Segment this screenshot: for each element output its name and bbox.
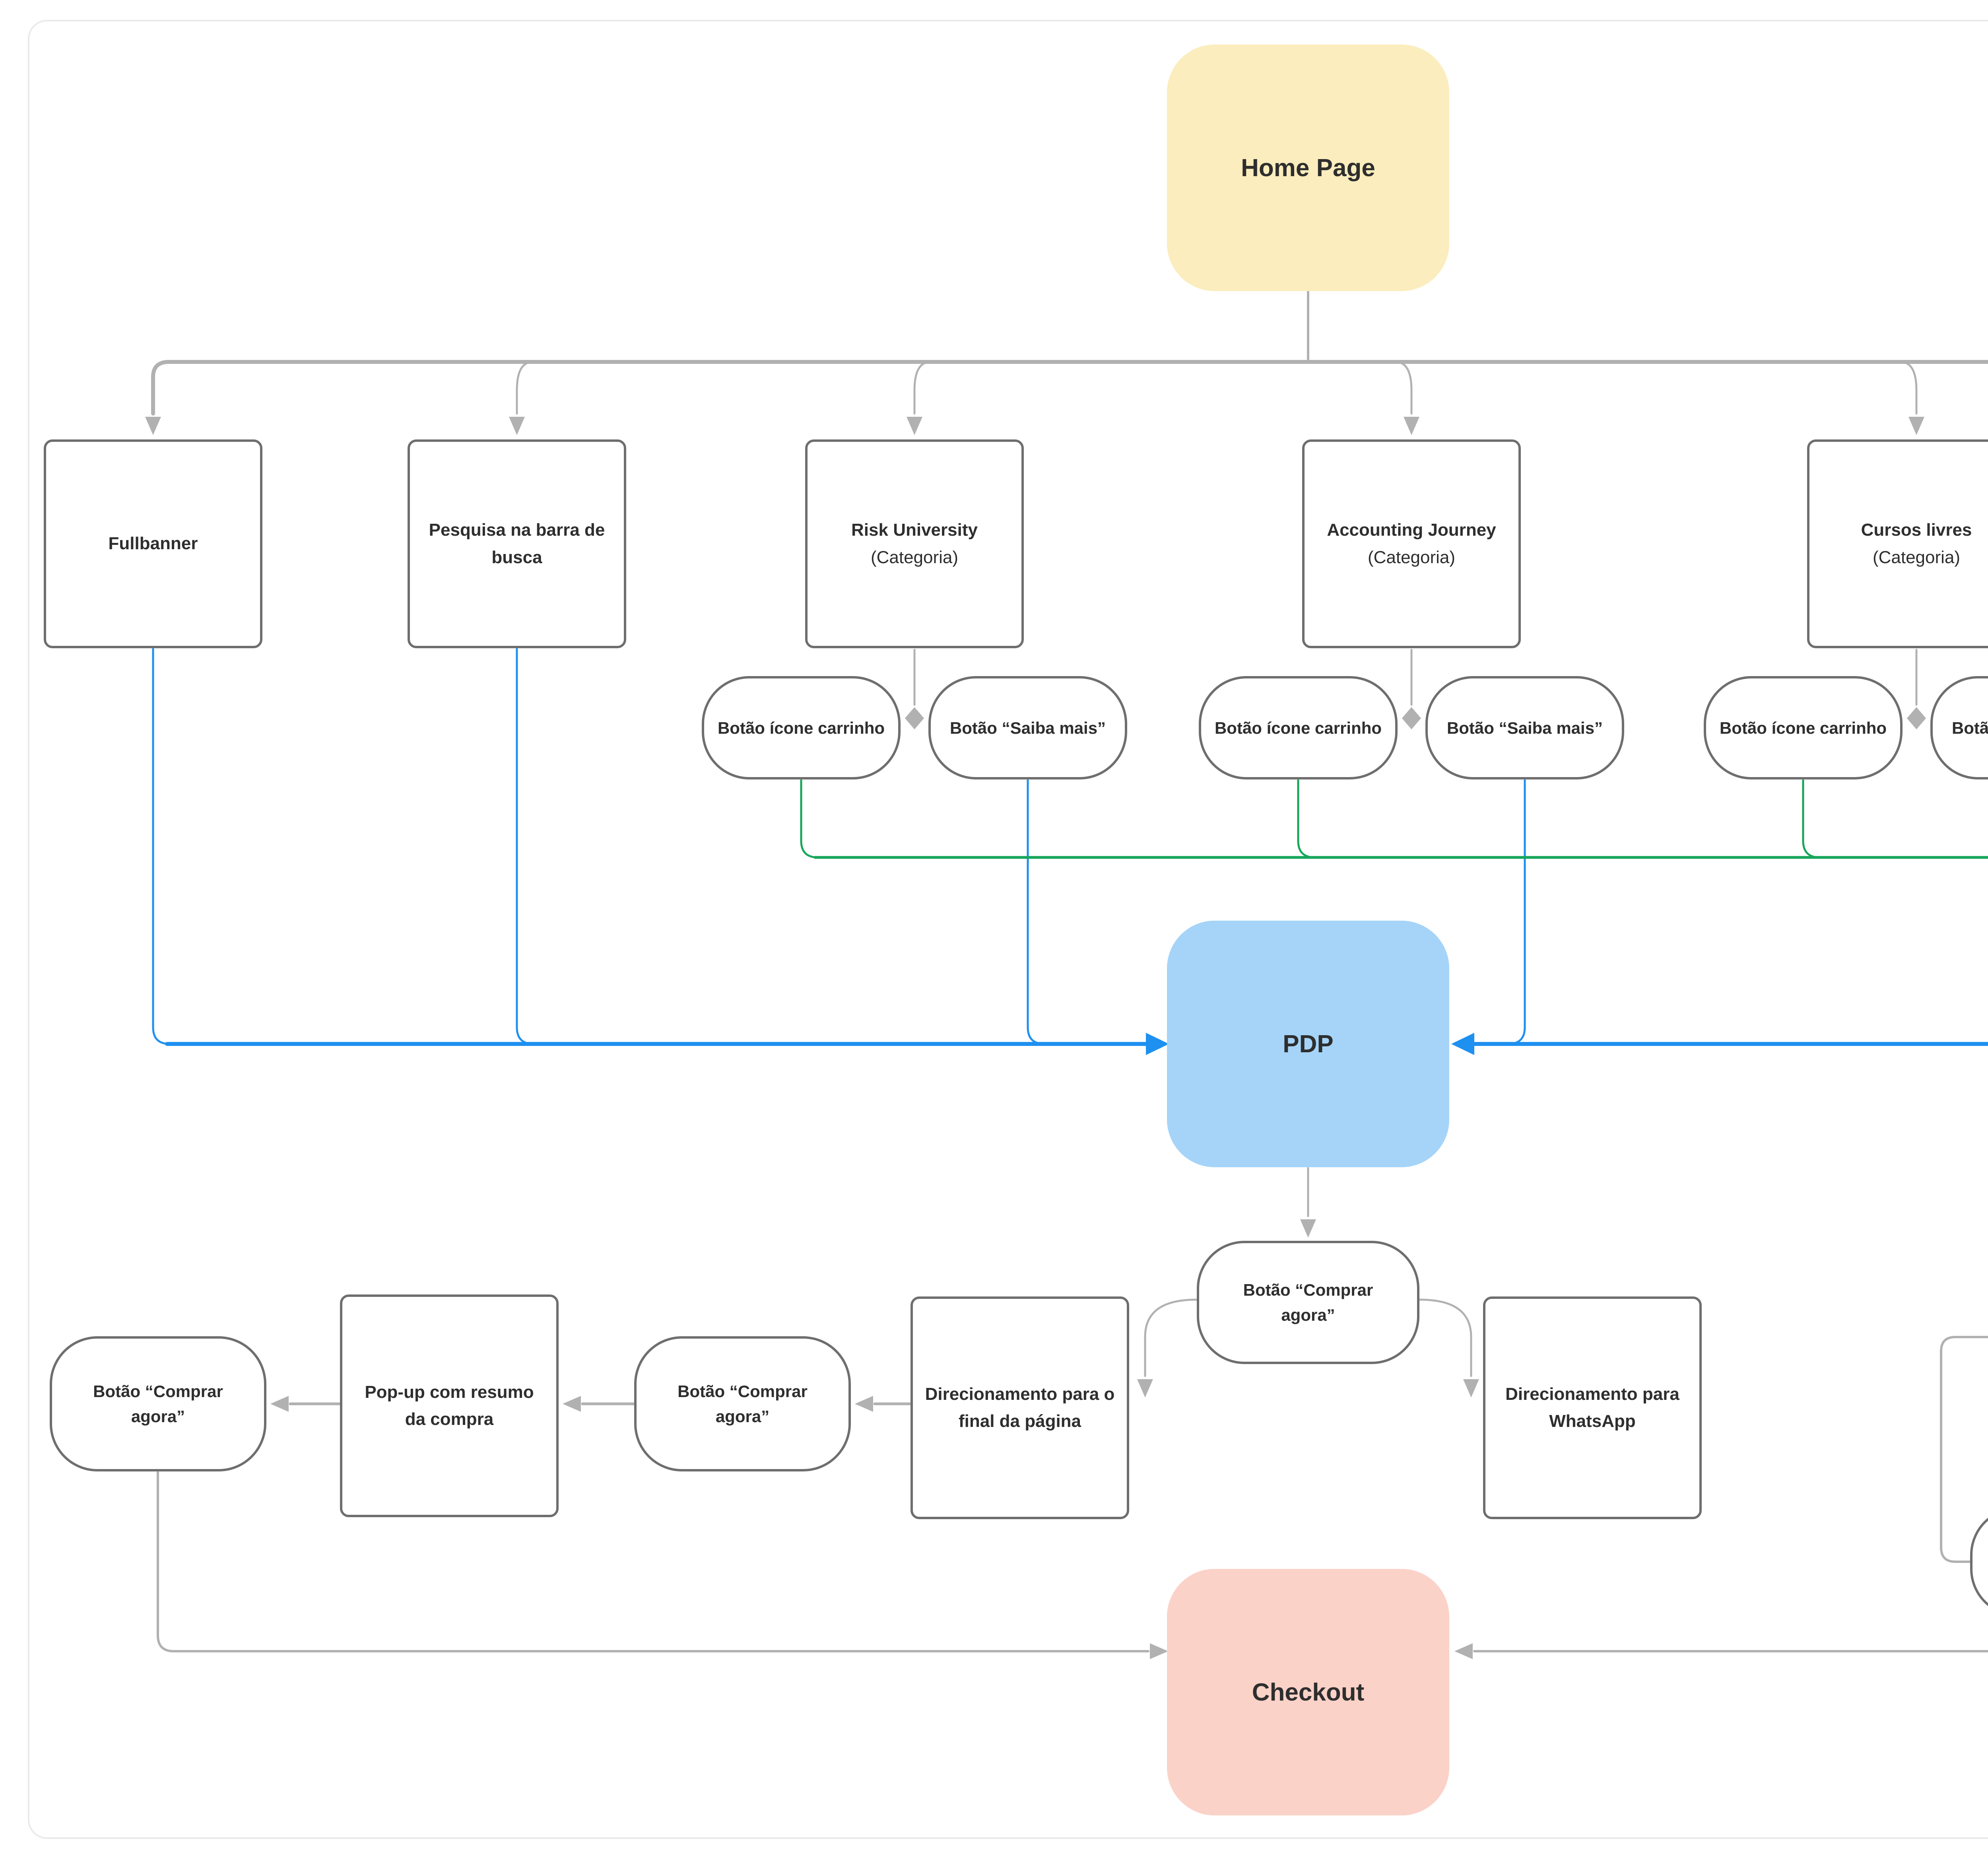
connector-search-to-pdp (516, 648, 535, 1045)
node-fullbanner-label: Fullbanner (108, 534, 198, 554)
node-buy-now-button-center[interactable]: Botão “Comprar agora” (1197, 1241, 1419, 1364)
node-pdp[interactable]: PDP (1167, 921, 1449, 1167)
node-home-page-label: Home Page (1241, 154, 1375, 182)
node-risk-university[interactable]: Risk University (Categoria) (805, 439, 1024, 648)
cart-icon-button-label: Botão ícone carrinho (1214, 718, 1382, 737)
gray-arrowheads (145, 417, 1926, 1659)
connector-finalizar-to-checkout (1473, 1650, 1988, 1652)
node-home-page[interactable]: Home Page (1167, 45, 1449, 291)
node-accounting-journey-subtitle: (Categoria) (1367, 547, 1456, 567)
node-popup-resumo-compra[interactable]: Pop-up com resumo da compra (340, 1294, 559, 1517)
connector-cart1-to-trunk (800, 779, 819, 859)
cart-icon-button-label: Botão ícone carrinho (717, 718, 885, 737)
node-cart-icon-button-2[interactable]: Botão ícone carrinho (1199, 676, 1398, 779)
saiba-mais-button-label: Botão “Saiba mais” (1951, 718, 1988, 737)
connector-drop-cursos (1904, 361, 1918, 415)
diagram-frame (28, 20, 1988, 1839)
node-cart-icon-button-1[interactable]: Botão ícone carrinho (702, 676, 901, 779)
node-risk-university-subtitle: (Categoria) (870, 547, 959, 567)
gray-connectors (151, 290, 1988, 1652)
node-accounting-journey-title: Accounting Journey (1327, 520, 1496, 540)
connector-saiba1-to-pdp (1027, 779, 1046, 1045)
node-buy-now-button-mid[interactable]: Botão “Comprar agora” (634, 1336, 851, 1471)
connector-drop-risk (913, 361, 927, 415)
connector-buy-to-whatsapp (1418, 1298, 1472, 1377)
node-checkout-label: Checkout (1252, 1678, 1365, 1706)
node-checkout[interactable]: Checkout (1167, 1569, 1449, 1815)
cart-icon-button-label: Botão ícone carrinho (1719, 718, 1887, 737)
connector-buy-to-final (1144, 1298, 1198, 1377)
connector-cart3-to-trunk (1802, 779, 1821, 859)
connector-saiba2-to-pdp (1507, 779, 1526, 1045)
connector-drop-accounting (1399, 361, 1413, 415)
node-cursos-livres-subtitle: (Categoria) (1872, 547, 1961, 567)
buy-now-button-label: Botão “Comprar agora” (678, 1382, 808, 1426)
buy-now-button-label: Botão “Comprar agora” (1243, 1281, 1373, 1324)
connector-fullbanner-to-pdp (152, 648, 171, 1045)
green-connectors (800, 779, 1988, 859)
saiba-mais-button-label: Botão “Saiba mais” (1446, 718, 1603, 737)
node-popup-resumo-compra-label: Pop-up com resumo da compra (365, 1382, 534, 1429)
connector-cart2-to-trunk (1297, 779, 1316, 859)
node-accounting-journey[interactable]: Accounting Journey (Categoria) (1302, 439, 1521, 648)
node-direcionamento-final-pagina-label: Direcionamento para o final da página (925, 1384, 1115, 1431)
blue-arrowheads (1146, 1033, 1474, 1055)
node-buy-now-button-left[interactable]: Botão “Comprar agora” (50, 1336, 266, 1471)
connector-buy1-to-checkout (157, 1471, 1149, 1652)
blue-connectors (152, 648, 1988, 1046)
node-direcionamento-whatsapp[interactable]: Direcionamento para WhatsApp (1483, 1296, 1702, 1519)
node-pdp-label: PDP (1283, 1030, 1334, 1058)
connector-home-trunk (151, 360, 1988, 416)
node-search-bar[interactable]: Pesquisa na barra de busca (408, 439, 626, 648)
node-fullbanner[interactable]: Fullbanner (44, 439, 262, 648)
saiba-mais-button-label: Botão “Saiba mais” (949, 718, 1106, 737)
node-risk-university-title: Risk University (851, 520, 978, 540)
node-search-bar-label: Pesquisa na barra de busca (429, 520, 605, 567)
node-direcionamento-whatsapp-label: Direcionamento para WhatsApp (1505, 1384, 1679, 1431)
node-saiba-mais-button-1[interactable]: Botão “Saiba mais” (928, 676, 1127, 779)
connector-drop-search (516, 361, 529, 415)
node-cart-icon-button-3[interactable]: Botão ícone carrinho (1704, 676, 1903, 779)
node-cursos-livres[interactable]: Cursos livres (Categoria) (1807, 439, 1988, 648)
buy-now-button-label: Botão “Comprar agora” (93, 1382, 223, 1426)
connector-continuar-loop-to-minicart (1940, 1336, 1988, 1563)
node-saiba-mais-button-2[interactable]: Botão “Saiba mais” (1425, 676, 1624, 779)
node-cursos-livres-title: Cursos livres (1861, 520, 1972, 540)
node-direcionamento-final-pagina[interactable]: Direcionamento para o final da página (911, 1296, 1129, 1519)
